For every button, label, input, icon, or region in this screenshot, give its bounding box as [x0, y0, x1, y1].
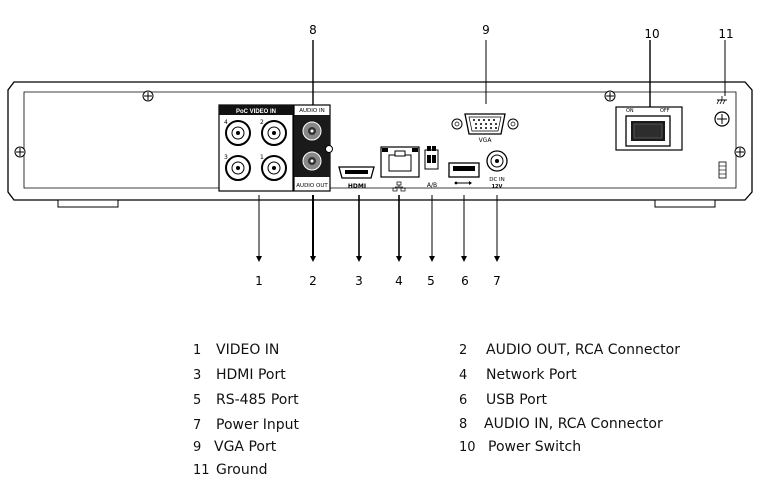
legend-label: USB Port: [486, 392, 547, 408]
callout-4: 4: [395, 274, 403, 288]
callout-9: 9: [482, 23, 490, 37]
bnc-ch-1: 1: [260, 154, 264, 161]
ground-terminal: [714, 96, 730, 179]
network-port: [380, 146, 420, 192]
bnc-connector-icon: [225, 120, 287, 181]
callout-1: 1: [255, 274, 263, 288]
audio-out-label: AUDIO OUT: [296, 183, 328, 189]
audio-in-label: AUDIO IN: [299, 108, 324, 114]
legend-num: 8: [459, 417, 468, 432]
dc-in-port: DC IN 12V: [486, 150, 508, 190]
screw-icon: [14, 90, 746, 158]
usb-port: [448, 162, 480, 185]
callout-11: 11: [718, 27, 733, 41]
legend-label: Network Port: [486, 367, 577, 383]
vga-label: VGA: [479, 137, 493, 144]
legend-label: VGA Port: [214, 439, 277, 455]
legend-num: 9: [193, 440, 202, 455]
power-switch: ON OFF: [615, 106, 683, 151]
legend-label: HDMI Port: [216, 367, 286, 383]
callout-10: 10: [644, 27, 659, 41]
dc-in-label: DC IN: [489, 177, 505, 183]
network-icon: [392, 181, 406, 192]
callout-numbers: 1 2 3 4 5 6 7 8 9 10 11: [255, 23, 733, 288]
rs485-label: A/B: [427, 182, 437, 189]
legend-num: 1: [193, 343, 202, 358]
legend-label: VIDEO IN: [216, 342, 280, 358]
legend-num: 7: [193, 418, 202, 433]
vga-port: VGA: [451, 113, 519, 144]
legend-label: Power Input: [216, 417, 300, 433]
legend-num: 2: [459, 343, 468, 358]
usb-icon: [454, 181, 472, 185]
dc-volt-label: 12V: [492, 184, 503, 190]
hdmi-port: HDMI: [338, 166, 375, 190]
legend-label: AUDIO OUT, RCA Connector: [486, 342, 680, 358]
hdmi-label: HDMI: [348, 183, 366, 190]
legend-num: 6: [459, 393, 468, 408]
bnc-ch-2: 2: [260, 119, 264, 126]
rca-connector-icon: [302, 121, 322, 171]
callout-5: 5: [427, 274, 435, 288]
legend-num: 3: [193, 368, 202, 383]
bnc-ch-4: 4: [224, 119, 228, 126]
callout-8: 8: [309, 23, 317, 37]
callout-arrowheads: [256, 256, 500, 262]
callout-7: 7: [493, 274, 501, 288]
legend-label: RS-485 Port: [216, 392, 299, 408]
audio-block: AUDIO IN AUDIO OUT: [293, 104, 333, 192]
legend-num: 11: [193, 463, 210, 478]
legend-label: AUDIO IN, RCA Connector: [484, 416, 663, 432]
callout-3: 3: [355, 274, 363, 288]
rs485-port: A/B: [424, 146, 439, 189]
callout-2: 2: [309, 274, 317, 288]
callout-6: 6: [461, 274, 469, 288]
poc-video-in-block: PoC VIDEO IN 4 2 3 1: [218, 104, 294, 192]
legend-label: Power Switch: [488, 439, 582, 455]
switch-on-label: ON: [626, 108, 634, 114]
legend-num: 4: [459, 368, 468, 383]
legend-num: 10: [459, 440, 476, 455]
bnc-ch-3: 3: [224, 154, 228, 161]
switch-off-label: OFF: [660, 108, 670, 114]
legend-label: Ground: [216, 462, 268, 478]
ground-icon: [716, 96, 727, 105]
poc-video-in-label: PoC VIDEO IN: [236, 109, 276, 115]
legend-num: 5: [193, 393, 202, 408]
device-chassis: [7, 81, 753, 208]
callout-leaders: [258, 40, 726, 258]
